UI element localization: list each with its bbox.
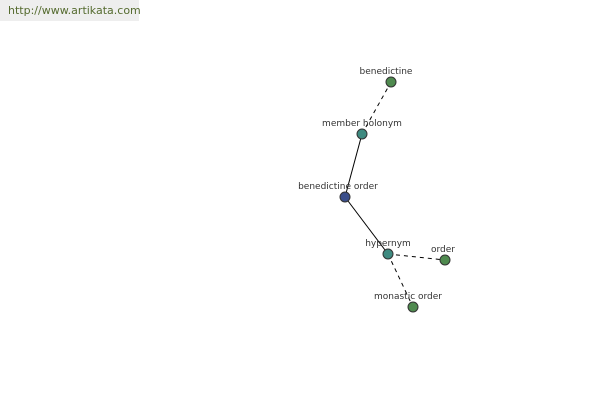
graph-nodes	[339, 76, 451, 313]
graph-edges	[344, 81, 446, 308]
edge-benedictine-order-to-member-holonym	[344, 133, 363, 198]
node-hypernym[interactable]	[382, 248, 394, 260]
node-benedictine[interactable]	[385, 76, 397, 88]
node-benedictine-order[interactable]	[339, 191, 351, 203]
edge-member-holonym-to-benedictine	[361, 81, 392, 135]
node-monastic-order[interactable]	[407, 301, 419, 313]
node-label-member-holonym: member holonym	[322, 119, 402, 129]
edge-hypernym-to-order	[387, 253, 446, 261]
node-label-benedictine-order: benedictine order	[298, 182, 378, 192]
node-label-benedictine: benedictine	[360, 67, 413, 77]
site-banner: http://www.artikata.com	[0, 0, 141, 21]
node-order[interactable]	[439, 254, 451, 266]
node-label-monastic-order: monastic order	[374, 292, 442, 302]
node-label-hypernym: hypernym	[365, 239, 411, 249]
edge-hypernym-to-monastic-order	[387, 253, 414, 308]
node-member-holonym[interactable]	[356, 128, 368, 140]
site-url-link[interactable]: http://www.artikata.com	[8, 4, 141, 17]
edge-benedictine-order-to-hypernym	[344, 196, 389, 255]
graph-labels: benedictine member holonym benedictine ord…	[298, 67, 455, 302]
node-label-order: order	[431, 245, 455, 255]
